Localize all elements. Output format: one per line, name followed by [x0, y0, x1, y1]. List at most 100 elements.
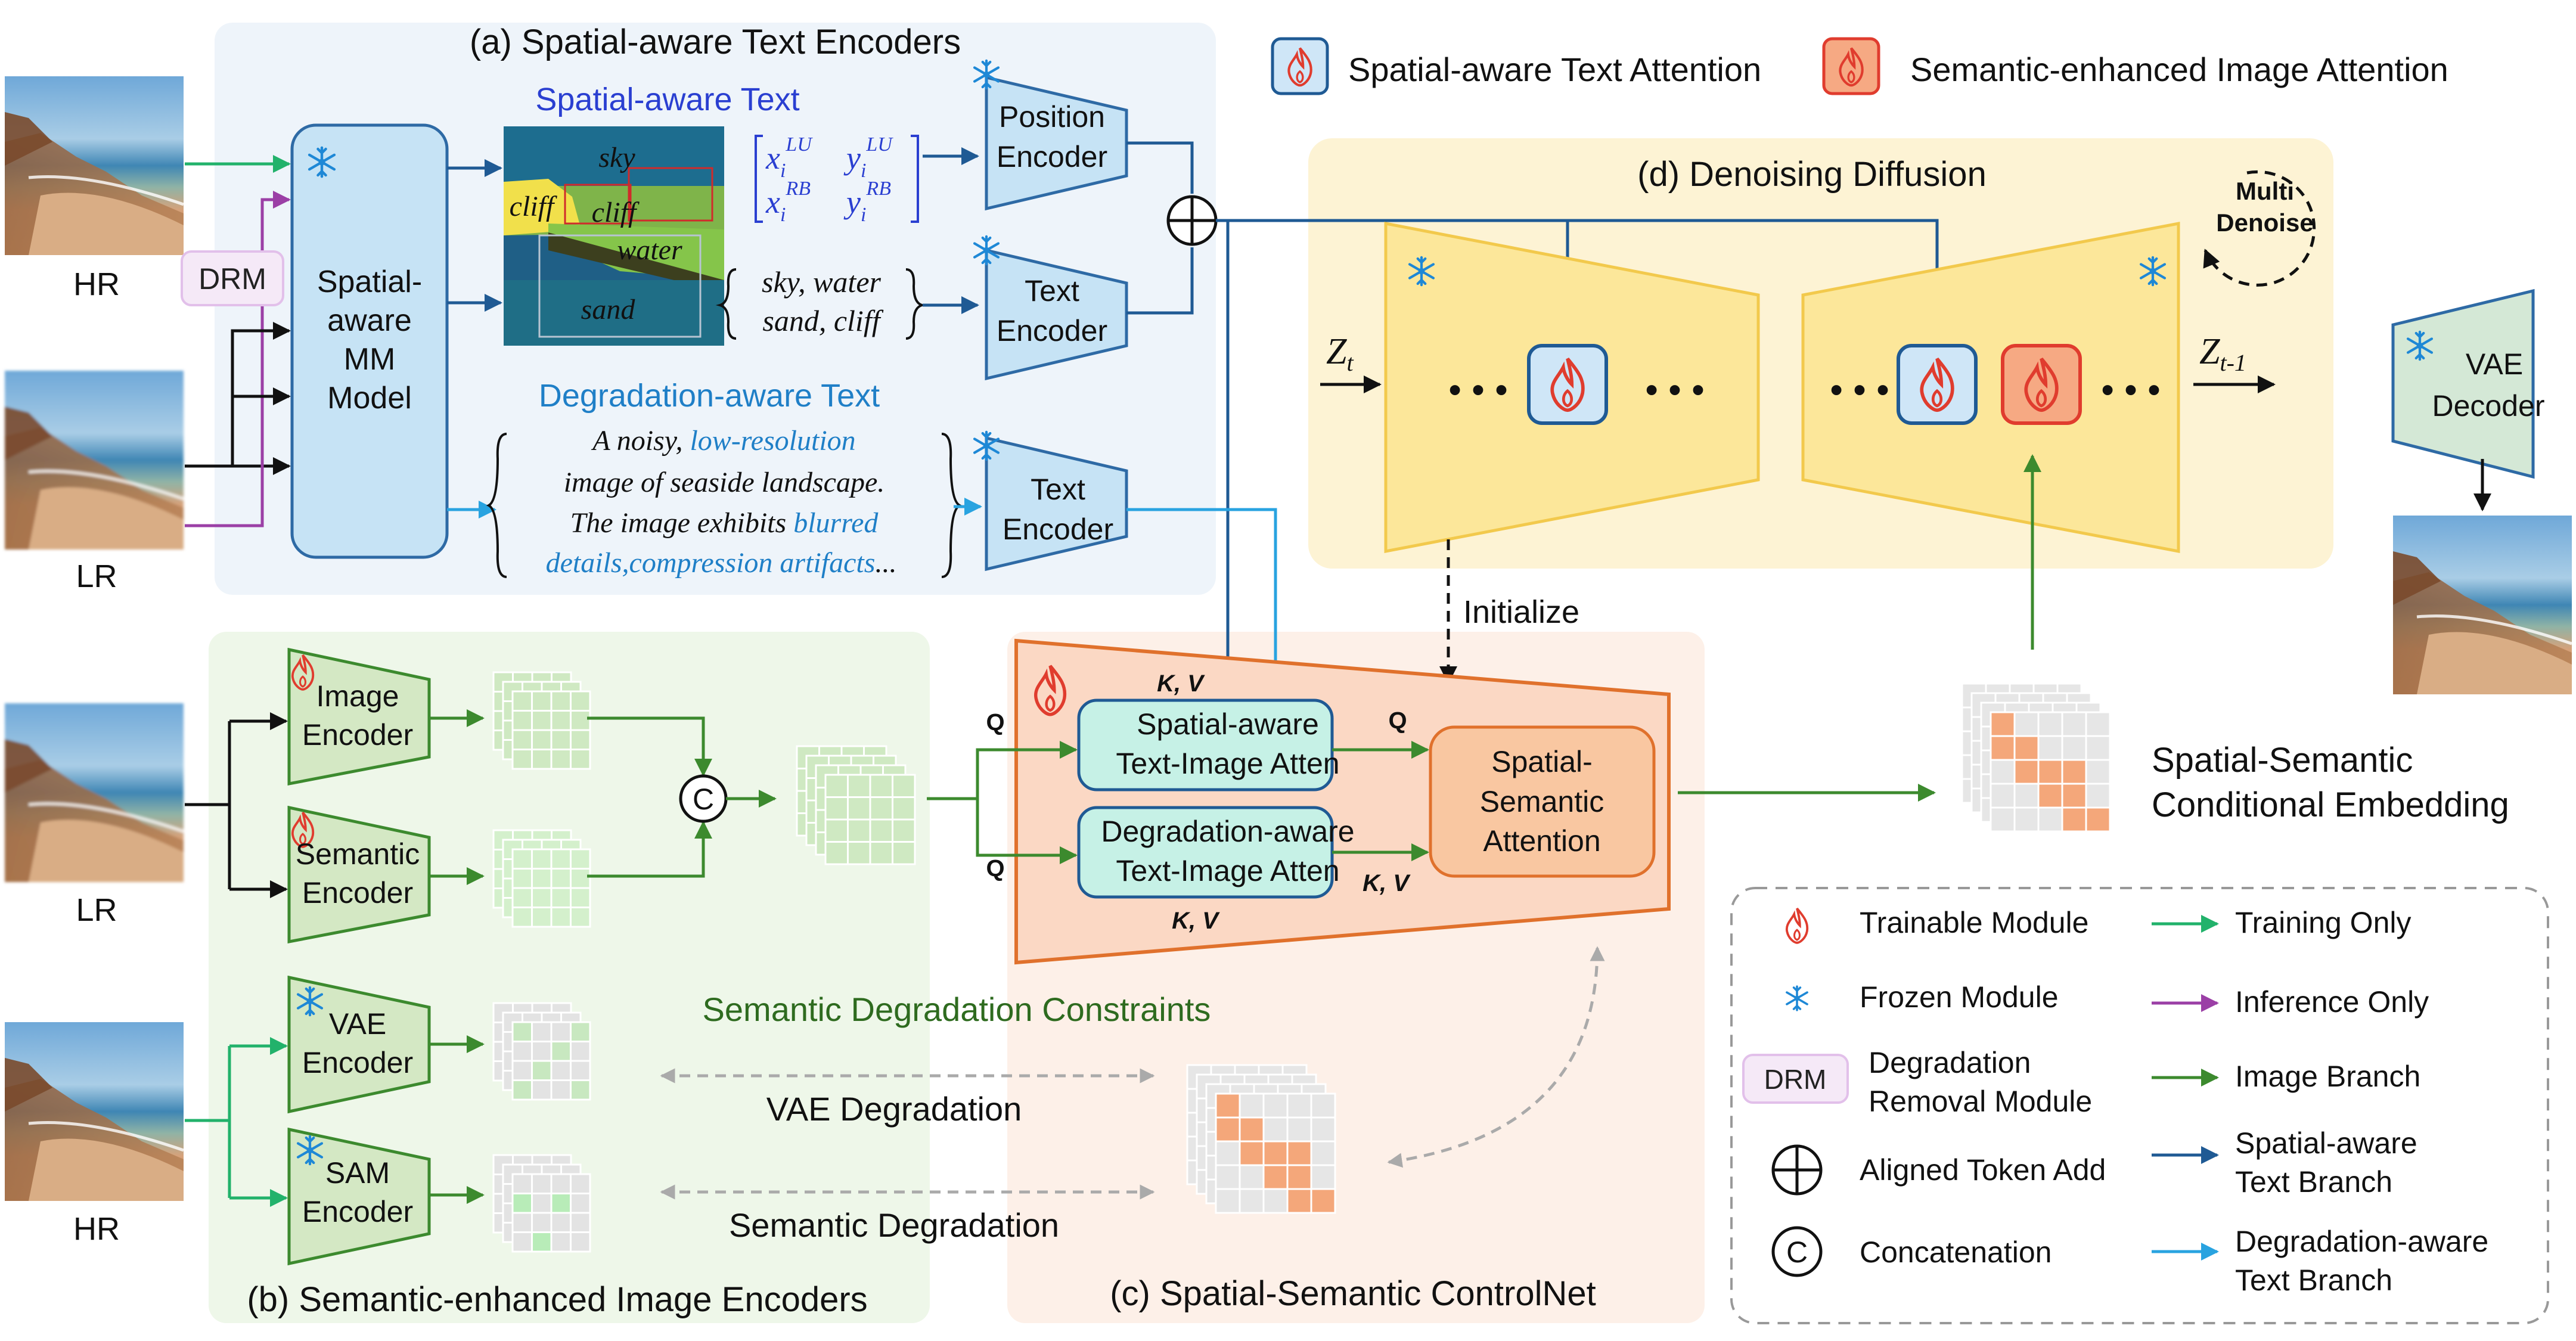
feature-cell	[511, 1173, 533, 1194]
image-encoder-label-1: Image	[316, 679, 399, 713]
feature-cell	[570, 1021, 591, 1042]
feature-cell	[531, 1231, 553, 1253]
semantic-encoder-label-1: Semantic	[296, 837, 420, 871]
feature-cell	[570, 749, 591, 770]
output-image	[2393, 516, 2572, 694]
legend-aligned-add-icon	[1771, 1144, 1823, 1196]
legend-spatial-attention: Spatial-aware Text Attention	[1348, 51, 1761, 88]
constraints-title: Semantic Degradation Constraints	[703, 991, 1211, 1028]
mm-model-label-4: Model	[327, 381, 412, 415]
feature-cell	[570, 1079, 591, 1101]
feature-cell	[2061, 735, 2087, 761]
feature-cell	[570, 1060, 591, 1081]
degradation-aware-text-heading: Degradation-aware Text	[539, 378, 880, 414]
feature-cell	[531, 868, 553, 889]
feature-cell	[531, 1041, 553, 1062]
legend-concat: Concatenation	[1860, 1236, 2052, 1269]
dots-right-1: • • •	[1830, 370, 1889, 411]
ss-attention-label-1: Spatial-	[1491, 745, 1593, 778]
lr-label-bottom: LR	[76, 892, 117, 928]
legend-drm-badge	[1742, 1054, 1849, 1104]
feature-cell	[1215, 1116, 1241, 1143]
feature-cell	[550, 1021, 572, 1042]
feature-cell	[847, 774, 871, 798]
feature-cell	[511, 1193, 533, 1214]
panel-b-title: (b) Semantic-enhanced Image Encoders	[247, 1280, 867, 1319]
feature-cell	[531, 907, 553, 928]
feature-cell	[824, 818, 849, 843]
feature-cell	[550, 868, 572, 889]
lr-image-top	[5, 371, 184, 550]
feature-cell	[531, 749, 553, 770]
lr-image-bottom	[5, 703, 184, 882]
feature-cell	[570, 848, 591, 870]
word-set-line1: sky, water	[762, 265, 882, 299]
feature-cell	[531, 1060, 553, 1081]
drm-badge	[181, 250, 284, 306]
segmentation-map: sky cliff cliff water sand	[504, 126, 724, 346]
feature-cell	[511, 1060, 533, 1081]
feature-cell	[1310, 1188, 1336, 1214]
hr-label-top: HR	[73, 266, 120, 302]
position-encoder-label-1: Position	[999, 100, 1105, 134]
feature-cell	[570, 1041, 591, 1062]
feature-cell	[892, 796, 916, 821]
feature-cell	[2061, 783, 2087, 809]
spatial-atten-label-1: Spatial-aware	[1137, 707, 1319, 741]
ss-attention-label-3: Attention	[1483, 824, 1600, 858]
feature-cell	[1990, 735, 2016, 761]
embedding-label-1: Spatial-Semantic	[2152, 741, 2413, 780]
feature-cell	[2013, 783, 2040, 809]
spatial-attention-swatch	[1271, 37, 1329, 95]
feature-cell	[2085, 735, 2111, 761]
feature-cell	[869, 818, 893, 843]
position-to-add-line	[1126, 141, 1194, 194]
legend-concat-icon	[1771, 1226, 1823, 1277]
feature-cell	[2061, 806, 2087, 833]
semantic-feat-to-concat	[587, 821, 712, 878]
feature-cell	[511, 1212, 533, 1233]
feature-cell	[2061, 759, 2087, 785]
feature-cell	[1239, 1116, 1265, 1143]
feature-cell	[1262, 1188, 1289, 1214]
lr-to-encoders-split	[185, 721, 231, 889]
feature-cell	[1215, 1188, 1241, 1214]
legend-degradation-branch-2: Text Branch	[2235, 1264, 2392, 1297]
legend-spatial-branch-2: Text Branch	[2235, 1165, 2392, 1199]
feature-cell	[531, 710, 553, 731]
feature-cell	[824, 841, 849, 865]
legend-drm-line-2: Removal Module	[1869, 1085, 2092, 1118]
feature-cell	[2013, 711, 2040, 737]
vae-feature-stack	[492, 1002, 591, 1101]
feature-cell	[511, 1079, 533, 1101]
vae-decoder-label-1: VAE	[2466, 347, 2523, 381]
feature-cell	[511, 1231, 533, 1253]
feature-cell	[1239, 1092, 1265, 1119]
semantic-encoder	[287, 805, 431, 944]
vae-decoder	[2391, 288, 2535, 479]
semantic-degradation-label: Semantic Degradation	[729, 1206, 1059, 1244]
semantic-feature-stack	[492, 829, 591, 928]
up-decoder-trapezoid	[1801, 221, 2180, 554]
multi-label: Multi	[2236, 177, 2294, 205]
kv-label-ss: K, V	[1363, 870, 1411, 896]
feature-cell	[550, 887, 572, 908]
sam-feature-stack	[492, 1154, 591, 1253]
word-set: sky, water sand, cliff	[715, 265, 927, 340]
degradation-text-block: A noisy, low-resolution image of seaside…	[486, 425, 963, 579]
feature-cell	[550, 907, 572, 928]
feature-cell	[550, 1231, 572, 1253]
concat-symbol: C	[693, 783, 714, 816]
feature-cell	[511, 1041, 533, 1062]
feature-cell	[869, 774, 893, 798]
feature-cell	[2013, 759, 2040, 785]
image-encoder-label-2: Encoder	[302, 718, 413, 752]
image-feature-stack	[492, 671, 591, 770]
drm-label: DRM	[198, 262, 266, 296]
text1-to-add-line	[1126, 247, 1194, 315]
image-encoder	[287, 647, 431, 786]
panel-d-title: (d) Denoising Diffusion	[1637, 155, 1987, 194]
hr-image-bottom	[5, 1022, 184, 1201]
feature-cell	[2037, 806, 2063, 833]
legend-degradation-branch-1: Degradation-aware	[2235, 1225, 2488, 1258]
